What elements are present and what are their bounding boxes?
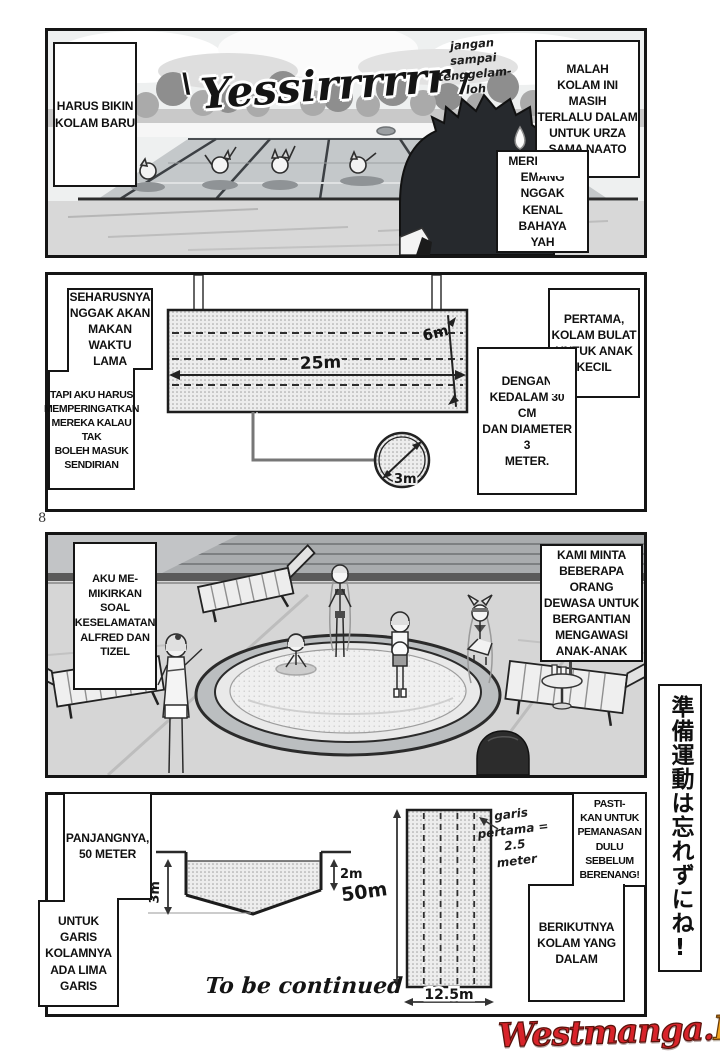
speech-bubble-kami: KAMI MINTA BEBERAPA ORANG DEWASA UNTUK B… [540,544,643,662]
sweat-drop [514,125,526,150]
pool-length-label: 25m [299,353,341,374]
handwritten-note-p1: jangan sampai tenggelam- loh [437,35,513,97]
watermark-part2: Fun [712,1005,720,1048]
foreground-woman-back [157,633,203,774]
sfx-title-text: Yessirrrrrr [199,51,451,119]
speech-text: KAMI MINTA BEBERAPA ORANG DEWASA UNTUK B… [543,547,640,659]
width-arrow-12-5m: 12.5m [404,985,494,1006]
speech-bubble-pastikan: PASTI- KAN UNTUK PEMANASAN DULU SEBELUM … [572,792,647,887]
panel-4: 3m 2m 50m [38,792,647,1017]
depth-arrow-right: 2m [330,859,363,891]
pool-top-view: 50m 12.5m [340,808,499,1006]
speech-text: TAPI AKU HARUS MEMPERINGATKAN MEREKA KAL… [43,388,140,472]
bubble-join-patch [550,349,575,394]
depth-right-label: 2m [340,867,363,882]
speech-text: PANJANGNYA, 50 METER [65,830,150,861]
dark-haired-head [476,730,530,775]
speech-text: AKU ME- MIKIRKAN SOAL KESELAMATAN ALFRED… [74,572,156,659]
drinks-table [541,657,583,710]
speech-bubble-tapi: TAPI AKU HARUS MEMPERINGATKAN MEREKA KAL… [44,370,139,490]
speech-text: PASTI- KAN UNTUK PEMANASAN DULU SEBELUM … [577,798,642,881]
hanger-right [431,275,442,312]
deep-pool-diagram: 3m 2m 50m [147,808,499,1006]
speech-text: DENGAN KEDALAM 30 CM DAN DIAMETER 3 METE… [482,373,572,469]
panel-1: \ Yessirrrrrr / jangan sampai tenggelam-… [45,28,647,258]
speech-text: HARUS BIKIN KOLAM BARU [55,99,135,130]
watermark-part1: Westmanga. [497,1008,715,1056]
speech-bubble-berikutnya: BERIKUTNYA KOLAM YANG DALAM [528,884,625,1002]
vertical-side-note: 準備運動は忘れずにね! [658,684,702,972]
length-arrow-50m: 50m [340,809,401,988]
bubble-join-patch [574,881,623,889]
length-arrow-25m: 25m [169,350,466,380]
to-be-continued: To be continued [204,973,404,999]
speech-bubble-malah: MALAH KOLAM INI MASIH TERLALU DALAM UNTU… [535,40,640,178]
lounge-chair-upper-left [196,543,316,623]
sfx-slash-left: \ [182,68,191,101]
boy-with-ball [390,611,410,698]
width-arrow-6m: 6m [421,315,459,407]
bubble-join-patch [69,367,133,373]
hanger-left [193,275,204,312]
pool-width-label: 6m [421,321,451,345]
page-number: 8 [38,511,47,526]
vertical-side-note-text: 準備運動は忘れずにね! [667,694,693,962]
speech-bubble-panjangnya: PANJANGNYA, 50 METER [63,792,152,900]
bubble-join-patch [537,152,587,176]
swimmers [131,126,396,192]
speech-bubble-aku: AKU ME- MIKIRKAN SOAL KESELAMATAN ALFRED… [73,542,157,690]
pool-width-label: 12.5m [424,987,473,1003]
speech-text: MALAH KOLAM INI MASIH TERLALU DALAM UNTU… [537,61,638,157]
circle-diameter-label: 3m [394,472,417,487]
pool-length-label: 50m [340,878,389,906]
speech-text: UNTUK GARIS KOLAMNYA ADA LIMA GARIS [45,914,112,993]
sfx-yessir: \ Yessirrrrrr / [180,49,470,121]
characters [157,564,530,775]
kiddie-pool [194,633,502,757]
panel-3: AKU ME- MIKIRKAN SOAL KESELAMATAN ALFRED… [45,532,647,778]
speech-bubble-seharusnya: SEHARUSNYA NGGAK AKAN MAKAN WAKTU LAMA [67,288,153,370]
bubble-join-patch [65,897,117,903]
speech-bubble-harus-bikin: HARUS BIKIN KOLAM BARU [53,42,137,187]
connector-pipe [251,412,375,462]
sitting-girl [275,633,317,676]
speech-text: SEHARUSNYA NGGAK AKAN MAKAN WAKTU LAMA [69,289,151,369]
lap-pool-rect [166,308,469,414]
pool-plan-diagram: 25m 6m 3m [166,275,469,489]
standing-woman [328,564,352,658]
speech-bubble-pertama: PERTAMA, KOLAM BULAT UNTUK ANAK KECIL [548,288,640,398]
kids-pool-circle: 3m [373,431,431,489]
speech-text: BERIKUTNYA KOLAM YANG DALAM [537,919,616,967]
speech-bubble-untuk-garis: UNTUK GARIS KOLAMNYA ADA LIMA GARIS [38,900,119,1007]
handwritten-note-p4: garis pertama = 2.5 meter [476,805,550,871]
panel-2: 25m 6m 3m SEHARUSNYA NGGAK AKAN MAKAN WA… [44,272,647,512]
squatting-woman [466,594,493,684]
pool-cross-section: 3m 2m [147,850,363,916]
